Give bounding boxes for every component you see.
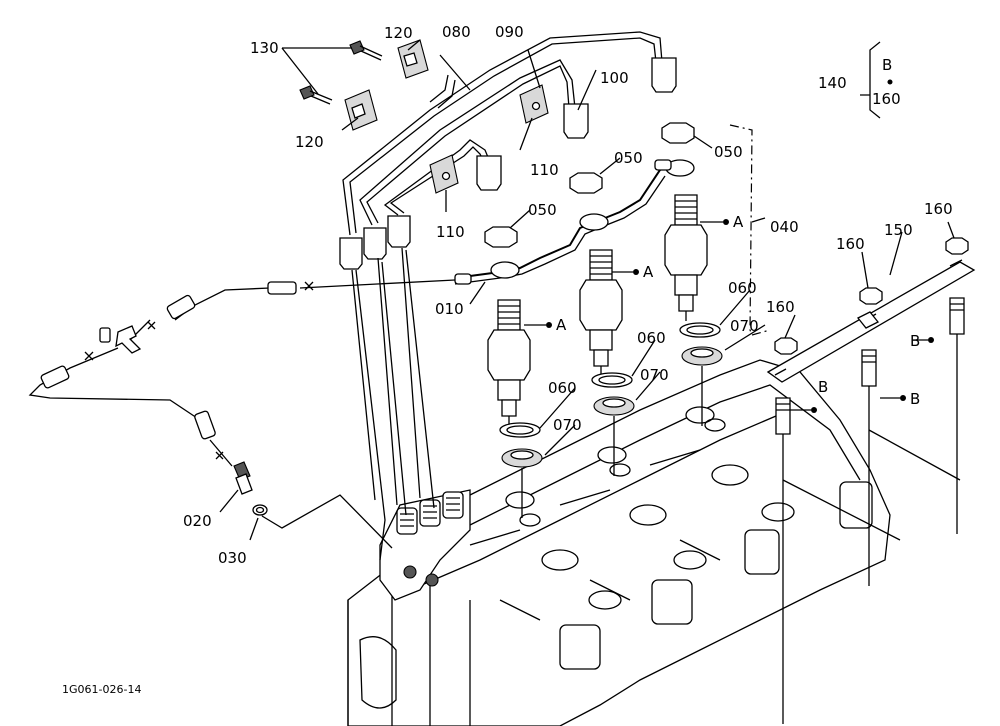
marker-b-mid: B bbox=[910, 390, 920, 408]
label-010: 010 bbox=[435, 300, 464, 318]
return-hose bbox=[28, 279, 456, 549]
label-040: 040 bbox=[770, 218, 799, 236]
leak-off-pipe bbox=[454, 159, 695, 285]
injection-pipes bbox=[339, 31, 677, 561]
label-060-center: 060 bbox=[637, 329, 666, 347]
label-110-right: 110 bbox=[530, 161, 559, 179]
pipe-clamps bbox=[299, 39, 549, 194]
label-050-right: 050 bbox=[714, 143, 743, 161]
label-070-left: 070 bbox=[553, 416, 582, 434]
leader-lines bbox=[219, 39, 955, 541]
label-070-center: 070 bbox=[640, 366, 669, 384]
label-150: 150 bbox=[884, 221, 913, 239]
label-100: 100 bbox=[600, 69, 629, 87]
label-070-right: 070 bbox=[730, 317, 759, 335]
label-060-right: 060 bbox=[728, 279, 757, 297]
glow-plug-assembly bbox=[766, 237, 976, 724]
marker-a-right: A bbox=[733, 213, 744, 231]
label-160-left: 160 bbox=[766, 298, 795, 316]
label-160-mid: 160 bbox=[836, 235, 865, 253]
marker-b-right: B bbox=[910, 332, 920, 350]
group-note-letter: B bbox=[882, 56, 892, 74]
label-130: 130 bbox=[250, 39, 279, 57]
marker-dots bbox=[524, 79, 934, 413]
figure-code: 1G061-026-14 bbox=[62, 683, 141, 696]
label-120-left: 120 bbox=[295, 133, 324, 151]
marker-a-center: A bbox=[643, 263, 654, 281]
label-090: 090 bbox=[495, 23, 524, 41]
injection-pump bbox=[379, 489, 471, 601]
injector-right bbox=[664, 194, 708, 321]
label-120-top: 120 bbox=[384, 24, 413, 42]
label-030: 030 bbox=[218, 549, 247, 567]
label-160-right: 160 bbox=[924, 200, 953, 218]
label-050-left: 050 bbox=[528, 201, 557, 219]
label-110-left: 110 bbox=[436, 223, 465, 241]
label-020: 020 bbox=[183, 512, 212, 530]
marker-a-left: A bbox=[556, 316, 567, 334]
group-note-value: 160 bbox=[872, 90, 901, 108]
washers bbox=[484, 122, 723, 518]
label-060-left: 060 bbox=[548, 379, 577, 397]
injector-left bbox=[487, 299, 531, 426]
label-080: 080 bbox=[442, 23, 471, 41]
group-note-key: 140 bbox=[818, 74, 847, 92]
group-note-separator: • bbox=[886, 76, 893, 89]
part-labels: 130 120 080 090 100 120 110 110 050 050 … bbox=[62, 23, 953, 696]
label-050-center: 050 bbox=[614, 149, 643, 167]
marker-b-left: B bbox=[818, 378, 828, 396]
injector-center bbox=[579, 249, 623, 376]
